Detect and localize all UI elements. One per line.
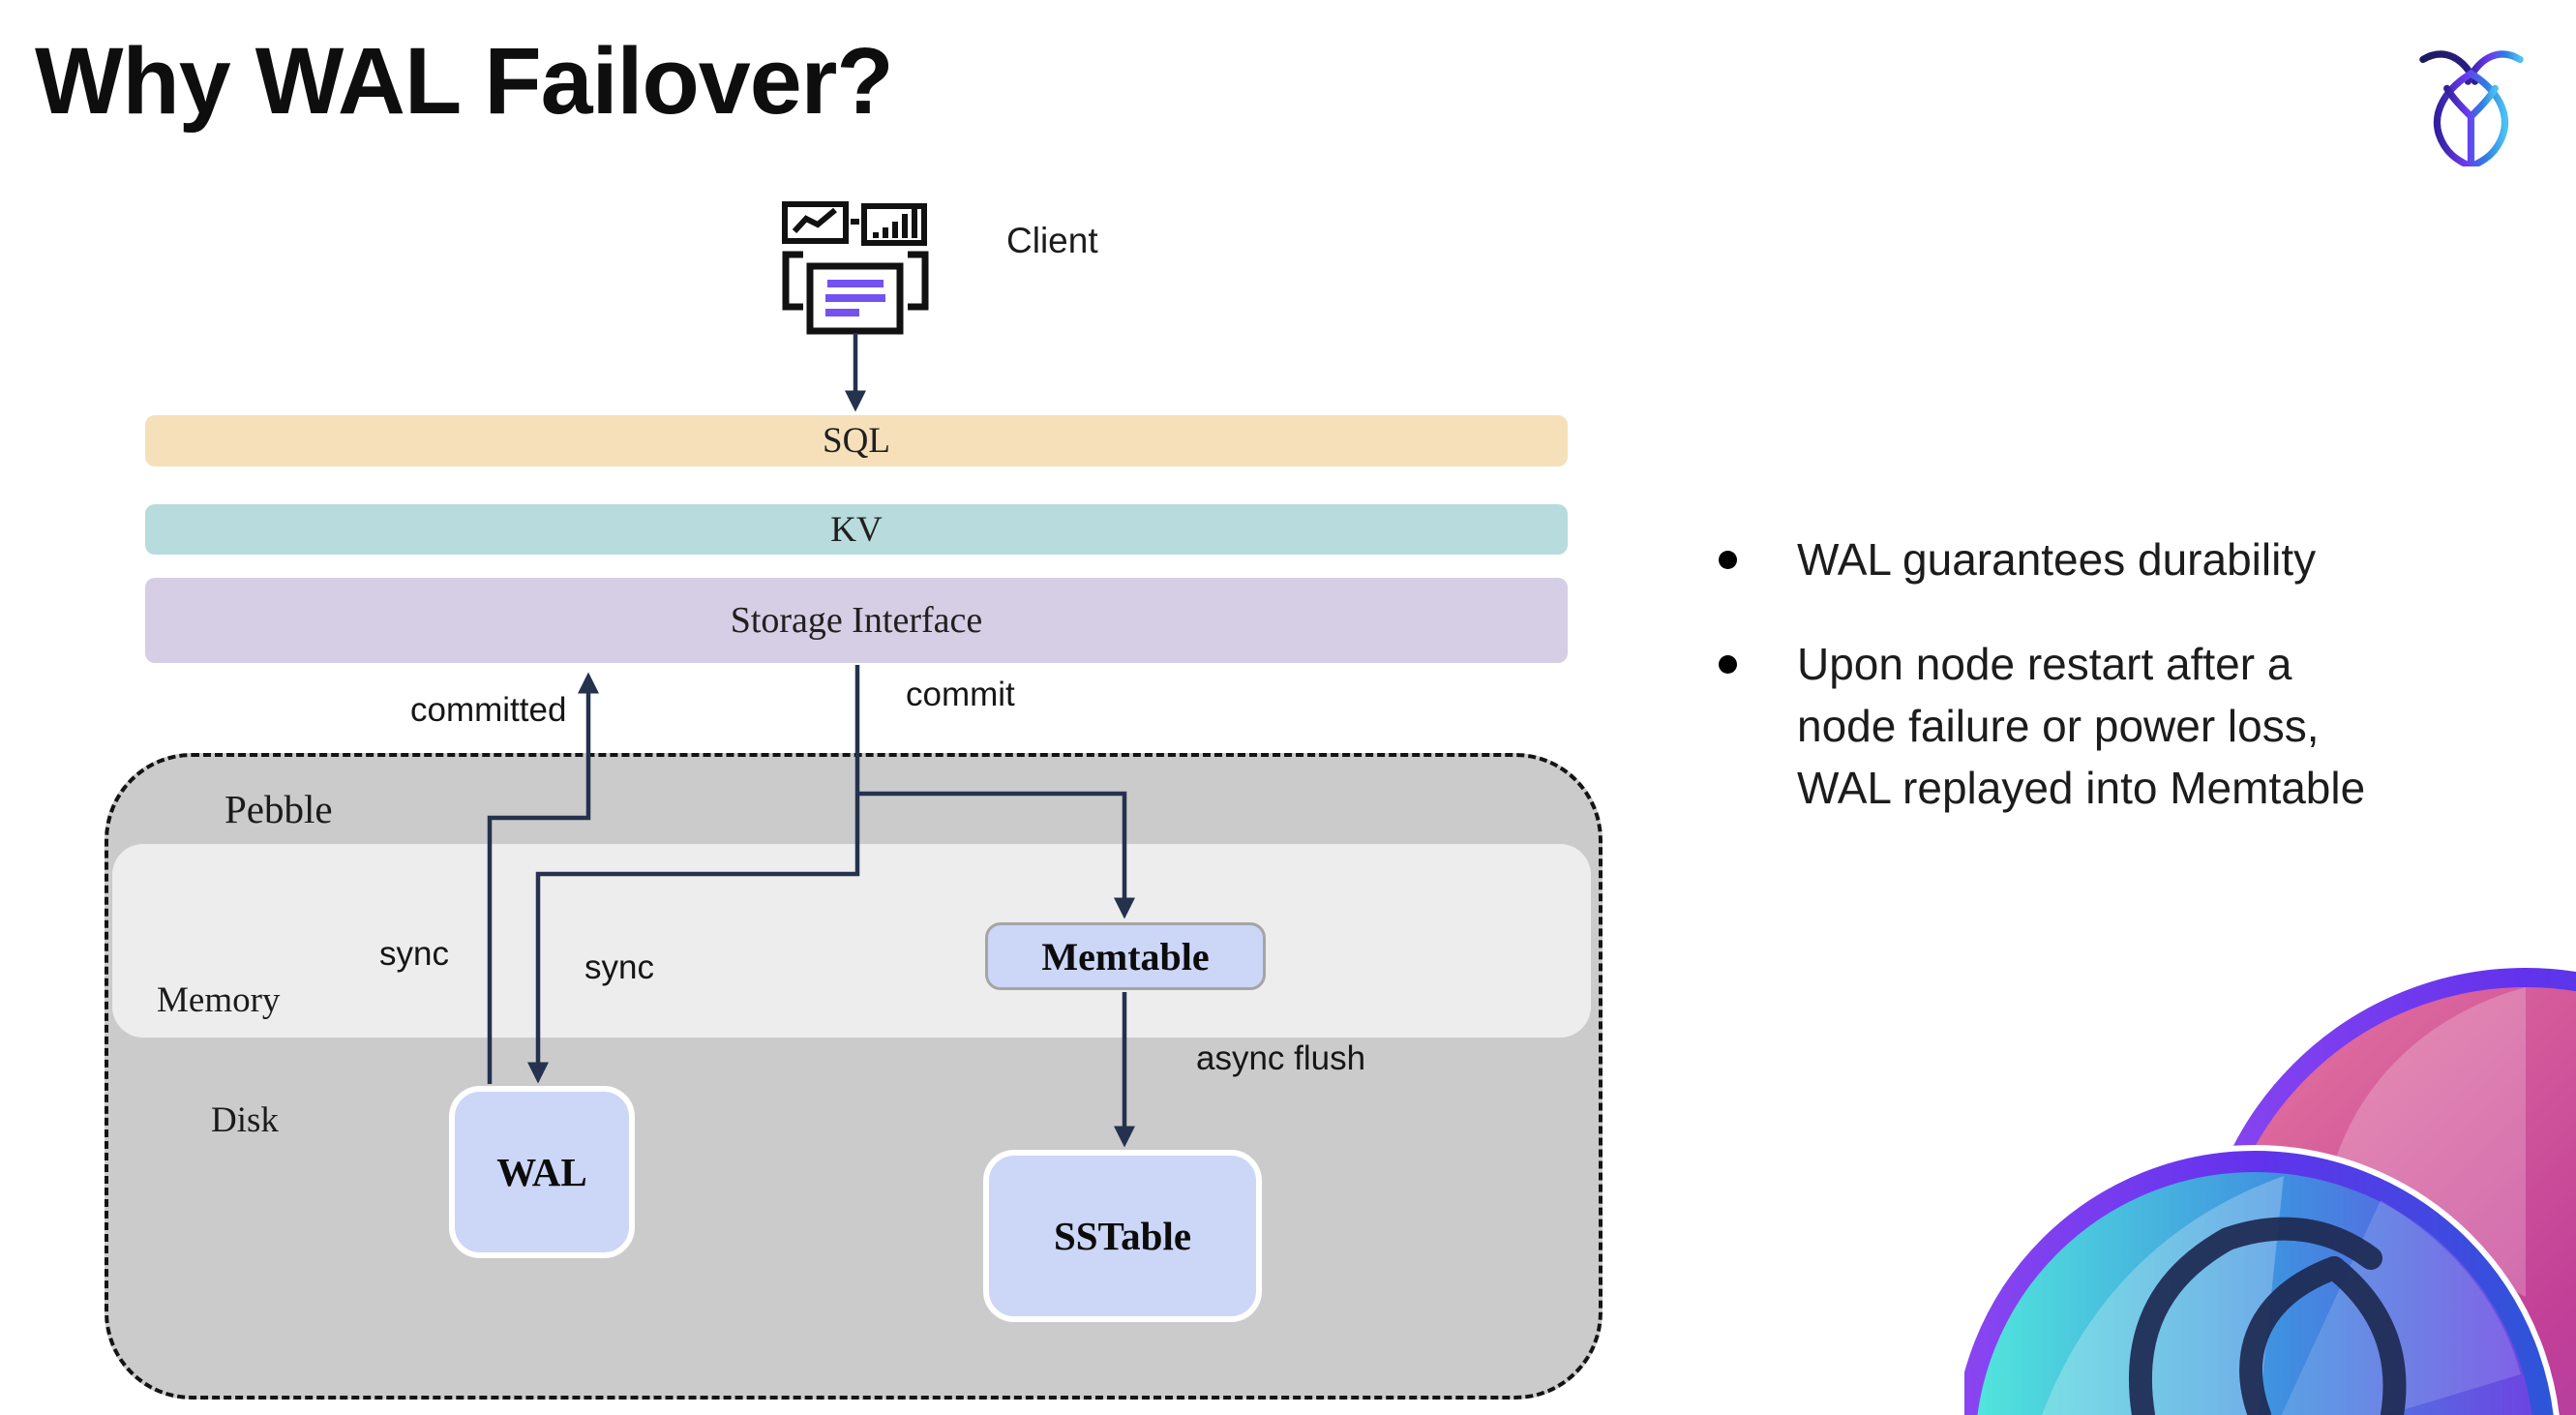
bullet-text-durability: WAL guarantees durability [1797,534,2317,585]
layer-kv: KV [145,504,1568,555]
bullet-marker-icon [1719,551,1737,569]
memory-label: Memory [157,980,281,1020]
slide-title: Why WAL Failover? [35,28,894,134]
pebble-label: Pebble [225,787,333,831]
bullet-marker-icon [1719,655,1737,674]
layer-storage-interface: Storage Interface [145,578,1568,663]
edge-label-async-flush: async flush [1196,1039,1366,1077]
layer-kv-label: KV [830,509,883,550]
disk-label: Disk [211,1100,279,1140]
node-sstable: SSTable [983,1150,1262,1322]
layer-sql: SQL [145,415,1568,467]
edge-label-commit: commit [906,676,1015,713]
node-sstable-label: SSTable [1053,1214,1192,1258]
node-memtable: Memtable [985,922,1266,990]
decorative-corner-graphic [1964,968,2576,1415]
client-icon [782,201,929,335]
edge-label-sync-right: sync [584,948,654,986]
node-wal-label: WAL [496,1150,587,1194]
memory-band [112,844,1591,1038]
node-memtable-label: Memtable [1041,934,1210,978]
edge-label-sync-left: sync [379,935,449,973]
client-label: Client [1006,221,1098,260]
list-item: Upon node restart after a node failure o… [1719,633,2531,819]
layer-sql-label: SQL [823,421,890,461]
bullet-list: WAL guarantees durability Upon node rest… [1719,528,2531,819]
cockroachdb-logo-icon [2419,50,2524,166]
list-item: WAL guarantees durability [1719,528,2531,590]
layer-storage-interface-label: Storage Interface [730,600,983,641]
node-wal: WAL [449,1086,635,1258]
bullet-text-replay: Upon node restart after a node failure o… [1797,639,2366,813]
edge-label-committed: committed [410,691,567,729]
